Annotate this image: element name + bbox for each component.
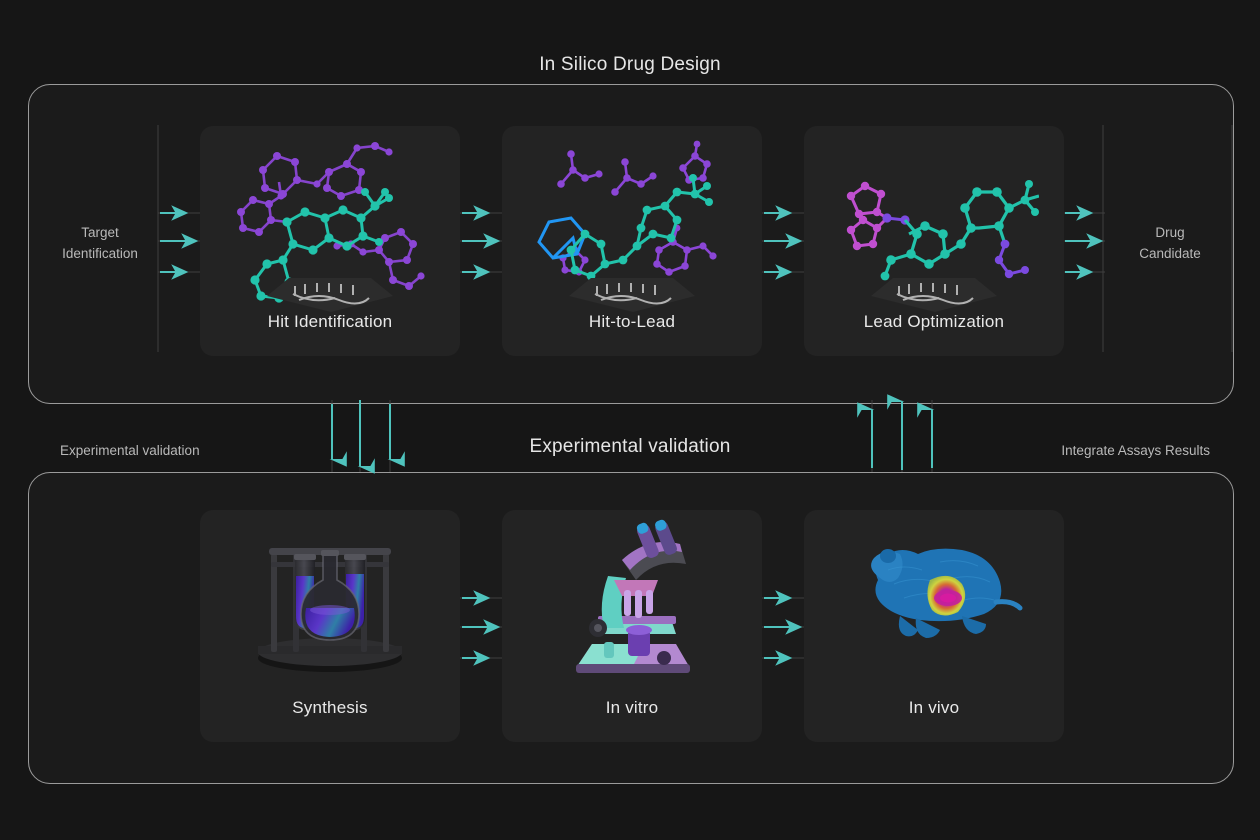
microscope-icon [502, 518, 762, 688]
molecule-plinth [871, 278, 997, 312]
label-target-identification: Target Identification [62, 225, 138, 261]
label-integrate-assays-results: Integrate Assays Results [1061, 443, 1210, 458]
molecule-fragments-icon [502, 134, 762, 304]
card-label: Hit-to-Lead [588, 312, 676, 331]
card-synthesis[interactable]: Synthesis [200, 510, 460, 742]
card-lead-optimization[interactable]: Lead Optimization [804, 126, 1064, 356]
card-in-vitro[interactable]: In vitro [502, 510, 762, 742]
card-label: In vivo [908, 698, 960, 717]
flask-rack-icon [200, 518, 460, 688]
card-label: Synthesis [292, 698, 368, 717]
label-experimental-validation-left: Experimental validation [60, 443, 200, 458]
card-label: Hit Identification [267, 312, 393, 331]
mouse-imaging-icon [804, 518, 1064, 688]
card-label: In vitro [605, 698, 659, 717]
card-in-vivo[interactable]: In vivo [804, 510, 1064, 742]
page-title-in-silico: In Silico Drug Design [539, 54, 721, 75]
card-hit-identification[interactable]: Hit Identification [200, 126, 460, 356]
card-hit-to-lead[interactable]: Hit-to-Lead [502, 126, 762, 356]
section-title-experimental-validation: Experimental validation [529, 436, 731, 457]
card-label: Lead Optimization [863, 312, 1005, 331]
label-drug-candidate: Drug Candidate [1139, 225, 1201, 261]
molecule-optimized-icon [804, 134, 1064, 304]
molecule-plinth [267, 278, 393, 312]
molecule-plinth [569, 278, 695, 312]
